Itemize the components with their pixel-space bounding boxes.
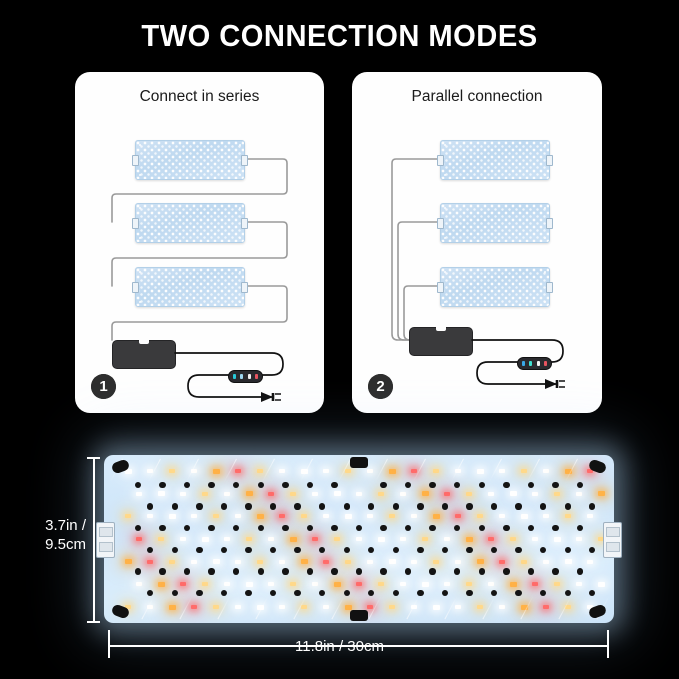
dimension-line-width <box>108 645 608 647</box>
pcb-surface <box>104 455 614 623</box>
led-board-2 <box>437 203 553 243</box>
power-adapter-parallel <box>409 327 473 356</box>
dimmer-controller-parallel[interactable] <box>517 357 552 370</box>
dimension-tick-height-bottom <box>87 621 100 623</box>
connector-right <box>603 522 622 558</box>
ac-plug-icon-parallel <box>545 379 565 389</box>
step-badge-1: 1 <box>91 374 116 399</box>
product-led-panel <box>96 455 622 623</box>
mount-slot-bl <box>110 603 131 620</box>
dimmer-controller-series[interactable] <box>228 370 263 383</box>
mount-hole-bottom <box>350 610 368 621</box>
led-board-1 <box>437 140 553 180</box>
card-title-parallel: Parallel connection <box>411 88 543 105</box>
dimension-label-height: 3.7in / 9.5cm <box>45 517 86 553</box>
power-adapter-series <box>112 340 176 369</box>
ac-plug-icon-series <box>261 392 281 402</box>
led-board-1 <box>132 140 248 180</box>
card-title-series: Connect in series <box>139 88 260 105</box>
led-field <box>104 455 614 623</box>
mount-slot-br <box>587 603 608 620</box>
led-board-3 <box>132 267 248 307</box>
led-board-2 <box>132 203 248 243</box>
step-badge-2: 2 <box>368 374 393 399</box>
mount-slot-tr <box>587 458 608 475</box>
mount-slot-tl <box>110 458 131 475</box>
dimension-tick-height-top <box>87 457 100 459</box>
dimension-line-height <box>93 457 95 623</box>
led-board-3 <box>437 267 553 307</box>
page-title: TWO CONNECTION MODES <box>141 18 538 53</box>
connection-mode-card-series: Connect in series <box>75 72 324 413</box>
dimension-label-width: 11.8in / 30cm <box>295 638 384 655</box>
connection-mode-card-parallel: Parallel connection <box>352 72 602 413</box>
mount-hole-top <box>350 457 368 468</box>
dimension-tick-width-right <box>607 630 609 658</box>
connector-left <box>96 522 115 558</box>
dimension-tick-width-left <box>108 630 110 658</box>
